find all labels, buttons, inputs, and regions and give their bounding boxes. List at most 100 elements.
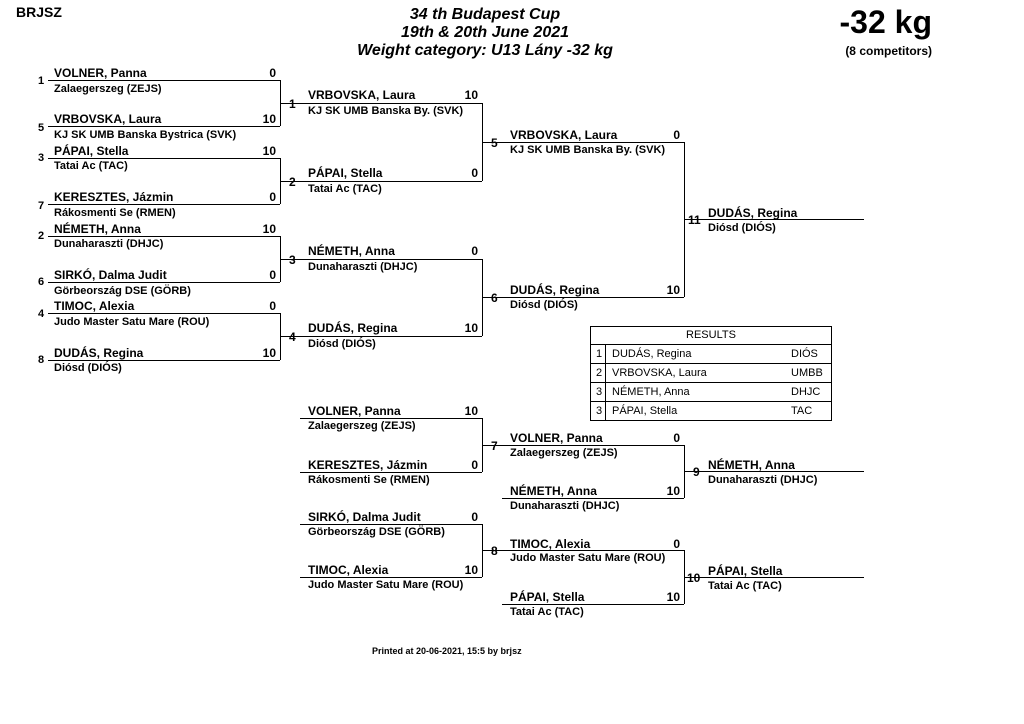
seed-number: 8 [38,354,45,366]
winner-club: Diósd (DIÓS) [708,222,776,234]
bracket-line [482,445,502,446]
competitor-name: PÁPAI, Stella [54,144,129,158]
competitor-club: KJ SK UMB Banska By. (SVK) [308,105,464,117]
bronze-winner-name: PÁPAI, Stella [708,564,783,578]
bracket-line [280,259,300,260]
competitor-name: SIRKÓ, Dalma Judit [308,510,421,524]
tournament-dates: 19th & 20th June 2021 [400,24,570,41]
match-number: 3 [289,253,296,267]
tournament-title: 34 th Budapest Cup [409,6,561,23]
result-place: 1 [591,345,606,363]
competitor-club: KJ SK UMB Banska By. (SVK) [510,144,666,156]
bronze-winner-name: NÉMETH, Anna [708,458,795,472]
competitor-name: TIMOC, Alexia [510,537,591,551]
bracket-line [48,236,280,237]
bracket-line [482,297,502,298]
score: 0 [673,537,680,551]
competitor-name: NÉMETH, Anna [54,222,141,236]
results-row: 1 DUDÁS, Regina DIÓS [591,345,831,364]
competitor-name: DUDÁS, Regina [54,346,144,360]
seed-number: 5 [38,122,45,134]
competitor-club: Dunaharaszti (DHJC) [54,238,164,250]
seed-number: 3 [38,152,45,164]
result-place: 3 [591,402,606,420]
match-number: 6 [491,291,498,305]
competitor-name: VRBOVSKA, Laura [54,112,162,126]
competitor-club: Judo Master Satu Mare (ROU) [308,579,464,591]
competitor-club: Görbeország DSE (GÖRB) [54,285,191,297]
bracket-line [502,142,684,143]
score: 10 [464,321,478,335]
competitor-club: Görbeország DSE (GÖRB) [308,526,445,538]
competitor-name: VOLNER, Panna [308,404,401,418]
competitor-club: Zalaegerszeg (ZEJS) [510,447,618,459]
bracket-line [48,204,280,205]
match-number: 11 [688,213,701,227]
bronze-winner-club: Dunaharaszti (DHJC) [708,474,818,486]
score: 0 [269,299,276,313]
seed-number: 1 [38,75,45,87]
score: 10 [666,484,680,498]
seed-number: 2 [38,230,45,242]
bracket-line [300,103,482,104]
competitor-name: PÁPAI, Stella [308,166,383,180]
competitor-name: NÉMETH, Anna [308,244,395,258]
competitor-club: Rákosmenti Se (RMEN) [308,474,430,486]
weight-category-title: Weight category: U13 Lány -32 kg [357,42,613,59]
results-row: 2 VRBOVSKA, Laura UMBB [591,364,831,383]
score: 0 [673,431,680,445]
competitor-name: SIRKÓ, Dalma Judit [54,268,167,282]
score: 0 [269,268,276,282]
results-table: RESULTS 1 DUDÁS, Regina DIÓS 2 VRBOVSKA,… [590,326,832,421]
seed-number: 4 [38,308,45,320]
competitor-club: Rákosmenti Se (RMEN) [54,207,176,219]
result-name: VRBOVSKA, Laura [612,367,707,379]
result-place: 2 [591,364,606,382]
score: 10 [666,283,680,297]
bracket-line [684,577,864,578]
score: 10 [464,404,478,418]
bracket-line [482,142,502,143]
score: 0 [471,458,478,472]
match-number: 8 [491,544,498,558]
bracket-line [48,158,280,159]
competitor-name: TIMOC, Alexia [54,299,135,313]
competitor-name: PÁPAI, Stella [510,590,585,604]
score: 10 [464,563,478,577]
bracket-line [48,360,280,361]
score: 0 [269,66,276,80]
score: 10 [262,346,276,360]
competitor-name: NÉMETH, Anna [510,484,597,498]
bronze-winner-club: Tatai Ac (TAC) [708,580,782,592]
bracket-line [300,577,482,578]
result-club: DIÓS [791,348,818,360]
match-number: 1 [289,97,296,111]
results-row: 3 PÁPAI, Stella TAC [591,402,831,420]
competitor-club: Diósd (DIÓS) [510,299,578,311]
score: 10 [666,590,680,604]
bracket-line [502,297,684,298]
bracket-line [48,282,280,283]
score: 0 [471,244,478,258]
winner-name: DUDÁS, Regina [708,206,798,220]
competitor-club: Judo Master Satu Mare (ROU) [54,316,210,328]
competitor-name: DUDÁS, Regina [510,283,600,297]
bracket-line [48,80,280,81]
bracket-line [502,445,684,446]
weight-class: -32 kg [839,4,932,40]
bracket-line [280,181,300,182]
competitor-name: VRBOVSKA, Laura [308,88,416,102]
bracket-line [684,219,864,220]
result-club: DHJC [791,386,821,398]
print-footer: Printed at 20-06-2021, 15:5 by brjsz [372,646,522,656]
competitor-count: (8 competitors) [845,44,932,58]
score: 10 [262,112,276,126]
competitor-name: TIMOC, Alexia [308,563,389,577]
bracket-line [280,103,300,104]
seed-number: 7 [38,200,45,212]
competitor-club: Tatai Ac (TAC) [510,606,584,618]
bracket-line [300,181,482,182]
bracket-line [280,336,300,337]
score: 10 [262,222,276,236]
match-number: 4 [289,330,296,344]
